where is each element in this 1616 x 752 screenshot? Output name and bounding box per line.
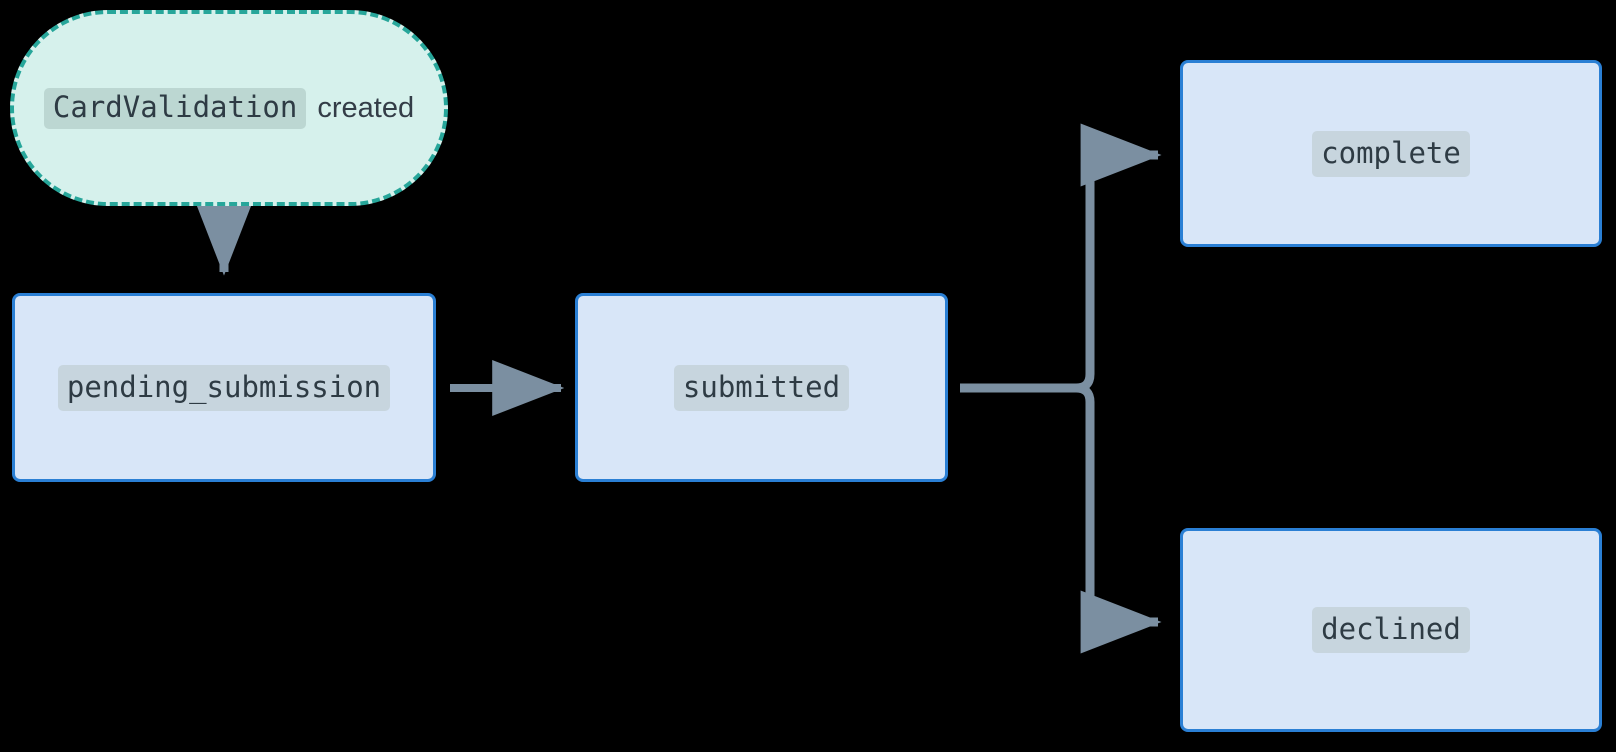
node-complete[interactable]: complete: [1180, 60, 1602, 247]
node-declined-label: declined: [1312, 607, 1470, 653]
node-pending-submission[interactable]: pending_submission: [12, 293, 436, 482]
node-pending-submission-label: pending_submission: [57, 364, 391, 411]
edge-submitted-to-declined: [960, 383, 1162, 654]
node-start-code-badge: CardValidation: [43, 87, 307, 129]
node-start-card-validation-created[interactable]: CardValidation created: [10, 10, 448, 206]
edge-submitted-to-complete: [960, 123, 1162, 393]
node-start-label: CardValidation created: [43, 87, 415, 129]
node-submitted[interactable]: submitted: [575, 293, 948, 482]
node-start-text: created: [317, 91, 415, 124]
node-complete-label: complete: [1312, 130, 1470, 177]
node-submitted-label: submitted: [673, 364, 850, 411]
node-declined[interactable]: declined: [1180, 528, 1602, 732]
